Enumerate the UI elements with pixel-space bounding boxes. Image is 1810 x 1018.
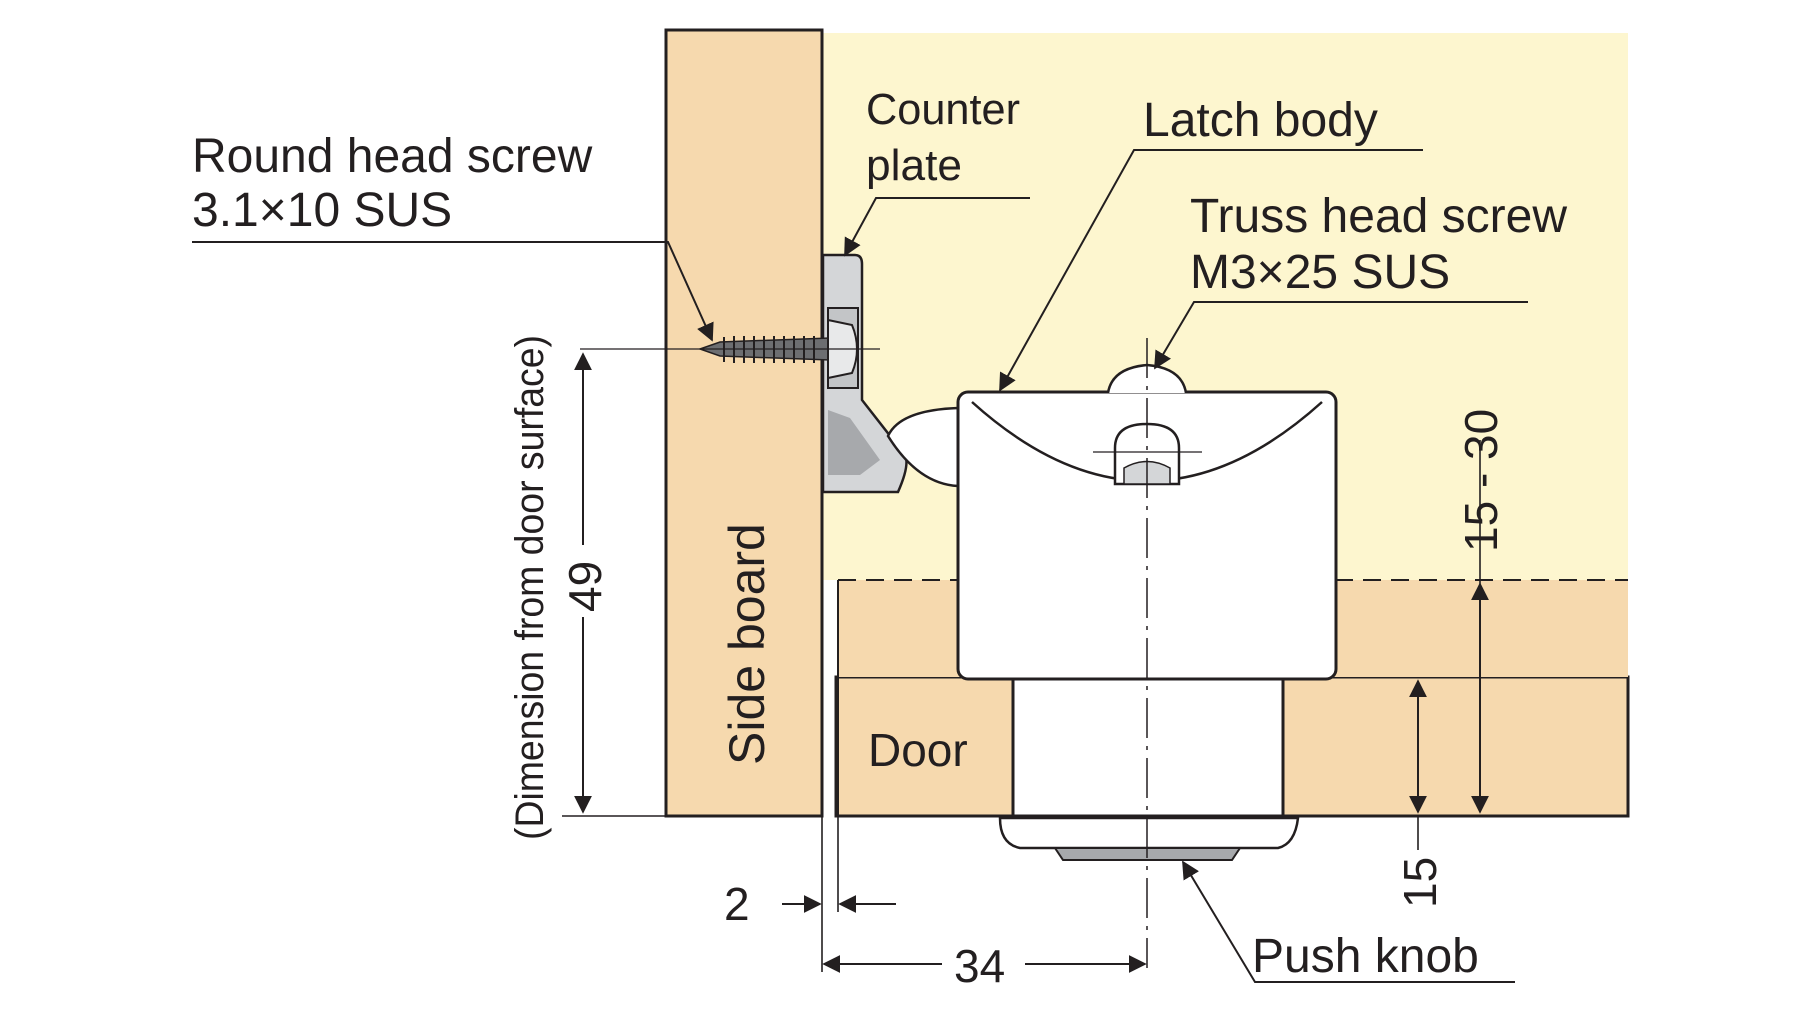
dim-15-30-value: 15 - 30 [1455,409,1507,552]
push-knob-leader [1182,860,1515,983]
truss-head-screw-label-2: M3×25 SUS [1190,246,1450,299]
side-board [664,28,824,818]
door-label: Door [868,724,968,776]
dim-2-value: 2 [724,878,750,930]
dim-15-value: 15 [1394,857,1446,908]
round-head-screw-label-1: Round head screw [192,130,593,183]
latch-stem [1011,677,1285,818]
dimension-note: (Dimension from door surface) [508,335,552,840]
dim-49-text-bg [560,545,606,617]
round-head-screw-label-2: 3.1×10 SUS [192,184,452,237]
round-head-screw-leader [192,241,714,342]
latch-body-label: Latch body [1143,94,1378,147]
counter-plate-shadow [828,410,880,475]
counter-plate-label-1: Counter [866,85,1020,134]
side-board-label: Side board [719,523,775,765]
counter-plate-leader [844,197,1030,257]
truss-head-screw-label-1: Truss head screw [1190,190,1567,243]
latch-body-leader [999,149,1423,392]
truss-head-screw-leader [1154,301,1528,370]
dim-34-value: 34 [954,940,1005,992]
push-knob-label: Push knob [1252,930,1479,983]
dim-49-value: 49 [559,561,611,612]
push-knob [998,816,1300,850]
counter-plate-label-2: plate [866,141,962,190]
